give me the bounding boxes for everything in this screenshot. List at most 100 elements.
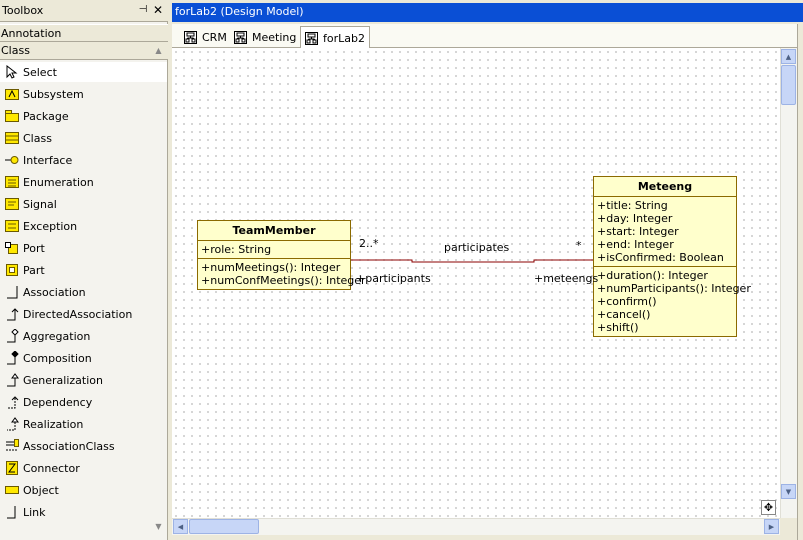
pan-icon[interactable]: ✥: [761, 500, 776, 515]
scroll-up-icon[interactable]: ▲: [781, 49, 796, 64]
close-icon[interactable]: ✕: [152, 3, 164, 17]
generalization-icon: [5, 373, 19, 387]
toolbox-item-association-class[interactable]: AssociationClass: [0, 436, 167, 456]
port-icon: [5, 241, 19, 255]
tab-forlab2[interactable]: forLab2: [300, 26, 370, 49]
attribute: +role: String: [201, 243, 272, 256]
toolbox-item-link[interactable]: Link: [0, 502, 167, 522]
attribute: +start: Integer: [597, 225, 679, 238]
tab-label: Meeting: [252, 30, 297, 44]
toolbox-item-label: Realization: [23, 417, 84, 431]
toolbox-item-label: Dependency: [23, 395, 93, 409]
toolbox-section-annotation[interactable]: Annotation: [0, 24, 168, 42]
vertical-scroll-thumb[interactable]: [781, 65, 796, 105]
diagram-icon: [305, 31, 318, 45]
toolbox-item-interface[interactable]: Interface: [0, 150, 167, 170]
association-name[interactable]: participates: [444, 241, 510, 254]
part-icon: [5, 263, 19, 277]
toolbox-item-label: Generalization: [23, 373, 103, 387]
association-icon: [5, 285, 19, 299]
connector-icon: [5, 461, 19, 475]
toolbox-item-label: Exception: [23, 219, 78, 233]
tab-crm[interactable]: CRM: [180, 27, 231, 47]
attribute: +title: String: [597, 199, 668, 212]
toolbox-item-enumeration[interactable]: Enumeration: [0, 172, 167, 192]
toolbox-item-label: AssociationClass: [23, 439, 115, 453]
toolbox-item-object[interactable]: Object: [0, 480, 167, 500]
toolbox-item-label: Select: [23, 65, 57, 79]
toolbox-item-composition[interactable]: Composition: [0, 348, 167, 368]
association-class-icon: [5, 439, 19, 453]
toolbox-item-signal[interactable]: Signal: [0, 194, 167, 214]
toolbox-item-label: Aggregation: [23, 329, 91, 343]
diagram-icon: [184, 30, 197, 44]
toolbox-section-class[interactable]: Class: [0, 42, 168, 60]
toolbox-item-aggregation[interactable]: Aggregation: [0, 326, 167, 346]
class-meeting[interactable]: Meteeng +title: String +day: Integer +st…: [593, 176, 751, 337]
composition-icon: [5, 351, 19, 365]
tab-label: forLab2: [323, 31, 365, 45]
class-icon: [5, 131, 19, 145]
attribute: +day: Integer: [597, 212, 673, 225]
horizontal-scroll-thumb[interactable]: [189, 519, 259, 534]
toolbox-item-directed-association[interactable]: DirectedAssociation: [0, 304, 167, 324]
directed-association-icon: [5, 307, 19, 321]
toolbox-item-label: Part: [23, 263, 45, 277]
right-multiplicity[interactable]: *: [576, 239, 582, 252]
pointer-icon: [5, 65, 19, 79]
toolbox-item-connector[interactable]: Connector: [0, 458, 167, 478]
diagram-icon: [234, 30, 247, 44]
toolbox-item-exception[interactable]: Exception: [0, 216, 167, 236]
toolbox-item-subsystem[interactable]: Subsystem: [0, 84, 167, 104]
class-team-member[interactable]: TeamMember +role: String +numMeetings():…: [197, 220, 366, 290]
object-icon: [5, 483, 19, 497]
attribute: +isConfirmed: Boolean: [597, 251, 724, 264]
toolbox-item-association[interactable]: Association: [0, 282, 167, 302]
class-name: TeamMember: [198, 221, 350, 241]
toolbox-item-realization[interactable]: Realization: [0, 414, 167, 434]
toolbox-item-label: Class: [23, 131, 52, 145]
tab-meeting[interactable]: Meeting: [230, 27, 300, 47]
editor-title: forLab2 (Design Model): [172, 3, 803, 22]
toolbox-item-class[interactable]: Class: [0, 128, 167, 148]
scroll-down-icon[interactable]: ▼: [781, 484, 796, 499]
toolbox-item-label: Signal: [23, 197, 57, 211]
operation: +numMeetings(): Integer: [201, 261, 341, 274]
tab-label: CRM: [202, 30, 227, 44]
tab-bar: [172, 24, 803, 48]
toolbox-item-dependency[interactable]: Dependency: [0, 392, 167, 412]
scroll-up-icon[interactable]: ▲: [155, 46, 162, 55]
toolbox-item-label: Interface: [23, 153, 73, 167]
dependency-icon: [5, 395, 19, 409]
operation: +shift(): [597, 321, 639, 334]
scroll-down-icon[interactable]: ▼: [155, 522, 162, 531]
toolbox-item-port[interactable]: Port: [0, 238, 167, 258]
toolbox-panel: [0, 0, 168, 540]
scroll-left-icon[interactable]: ◀: [173, 519, 188, 534]
enumeration-icon: [5, 175, 19, 189]
toolbox-item-label: Package: [23, 109, 69, 123]
attribute: +end: Integer: [597, 238, 674, 251]
operation: +cancel(): [597, 308, 651, 321]
toolbox-item-generalization[interactable]: Generalization: [0, 370, 167, 390]
pin-icon[interactable]: ⊣: [138, 4, 148, 15]
horizontal-scrollbar[interactable]: [172, 518, 780, 535]
left-role[interactable]: +participants: [356, 272, 431, 285]
vertical-scrollbar[interactable]: [780, 48, 797, 518]
package-icon: [5, 109, 19, 123]
right-role[interactable]: +meteengs: [534, 272, 599, 285]
toolbox-item-part[interactable]: Part: [0, 260, 167, 280]
scroll-right-icon[interactable]: ▶: [764, 519, 779, 534]
aggregation-icon: [5, 329, 19, 343]
toolbox-item-select[interactable]: Select: [0, 62, 167, 82]
operation: +numConfMeetings(): Integer: [201, 274, 366, 287]
toolbox-item-package[interactable]: Package: [0, 106, 167, 126]
toolbox-item-label: Enumeration: [23, 175, 94, 189]
toolbox-title: Toolbox: [0, 0, 168, 22]
toolbox-item-label: Association: [23, 285, 86, 299]
left-multiplicity[interactable]: 2..*: [359, 237, 379, 250]
operations-section: +duration(): Integer +numParticipants():…: [594, 267, 751, 336]
window-edge: [797, 24, 803, 540]
toolbox-item-label: DirectedAssociation: [23, 307, 133, 321]
